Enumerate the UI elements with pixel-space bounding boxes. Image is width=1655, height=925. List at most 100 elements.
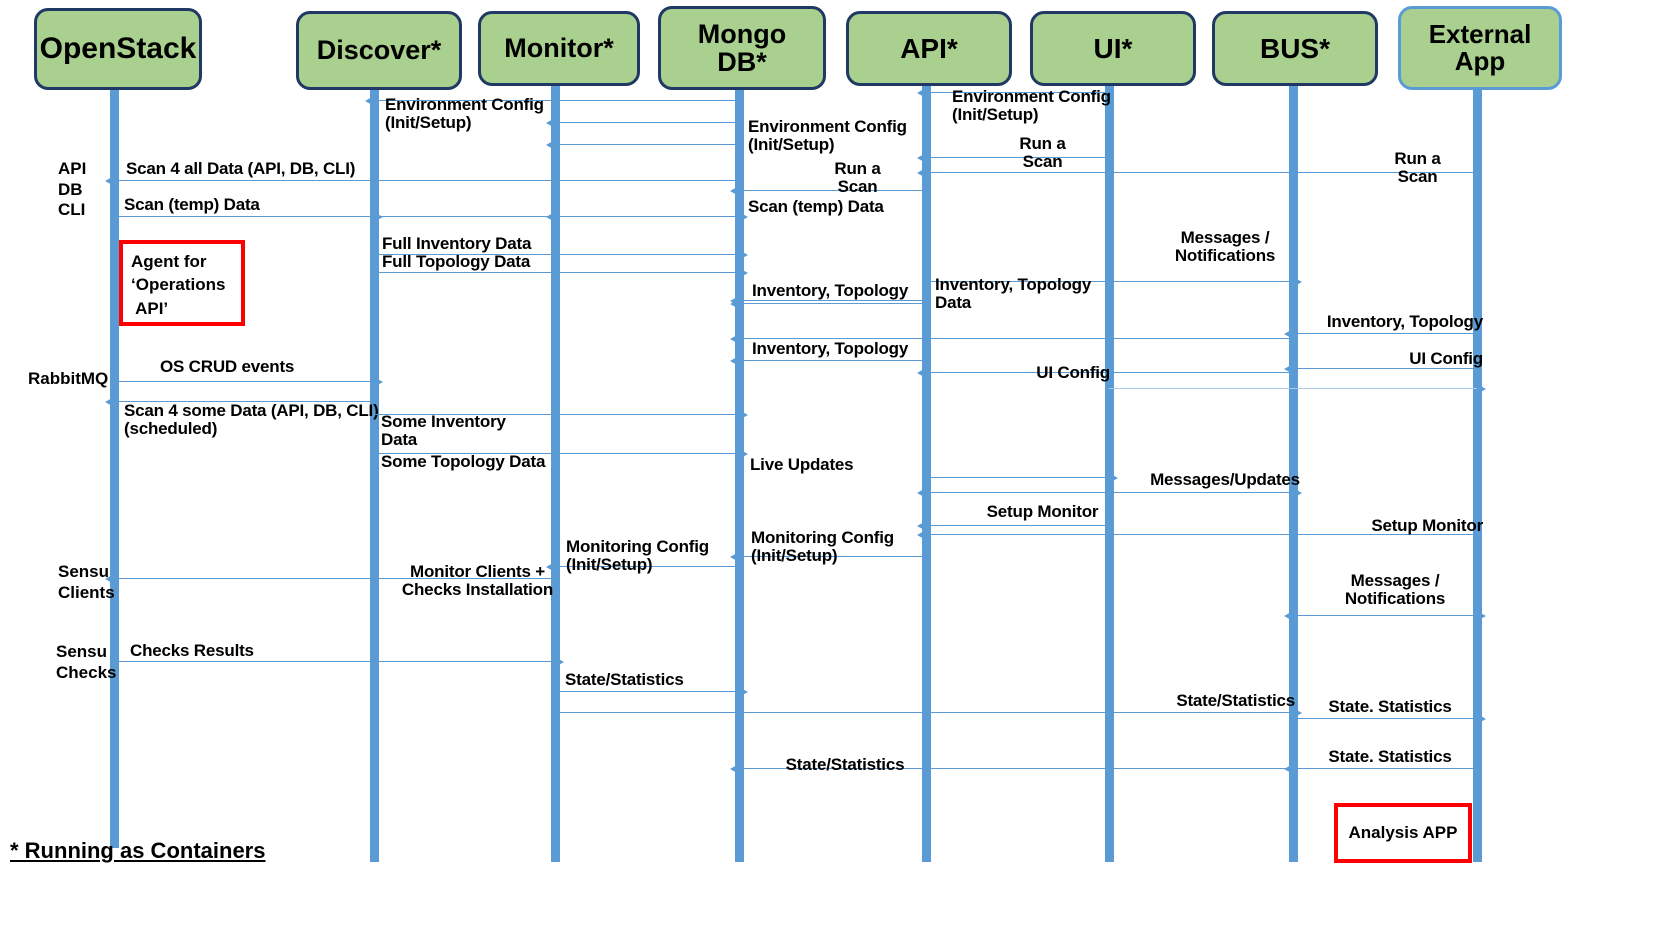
footnote-running-as-containers: * Running as Containers	[10, 838, 266, 863]
message-arrow-m23	[1109, 384, 1486, 394]
message-arrow-m16	[730, 299, 926, 309]
actor-box-monitor[interactable]: Monitor*	[478, 11, 640, 86]
message-label-m22: OS CRUD events	[160, 357, 295, 376]
message-label-m10: Scan (temp) Data	[748, 197, 884, 216]
actor-box-discover[interactable]: Discover*	[296, 11, 462, 90]
message-label-m35: Messages / Notifications	[1344, 571, 1446, 609]
arrowhead-left-icon	[546, 118, 555, 128]
message-arrow-m30	[917, 521, 1109, 531]
message-arrow-m18	[730, 334, 1293, 344]
message-arrow-m08	[730, 186, 926, 196]
arrowhead-right-icon	[1477, 611, 1486, 621]
message-label-m38: State/Statistics	[1176, 691, 1295, 710]
message-arrow-m07	[105, 176, 739, 186]
message-arrow-m34	[105, 574, 555, 584]
message-label-m28: Messages/Updates	[1150, 470, 1300, 489]
message-arrow-m37	[555, 687, 748, 697]
arrowhead-right-icon	[1293, 708, 1302, 718]
arrowhead-left-icon	[917, 530, 926, 540]
message-arrow-m39	[1293, 714, 1486, 724]
message-arrow-m38	[555, 708, 1302, 718]
arrowhead-left-icon	[730, 299, 739, 309]
actor-box-mongodb[interactable]: Mongo DB*	[658, 6, 826, 90]
message-arrow-m12	[374, 250, 748, 260]
message-arrow-m20	[1284, 364, 1477, 374]
arrowhead-right-icon	[1109, 473, 1118, 483]
message-label-m41: State/Statistics	[785, 755, 905, 774]
message-label-m26: Some Topology Data	[381, 452, 546, 471]
arrowhead-left-icon	[730, 186, 739, 196]
arrowhead-right-icon	[739, 250, 748, 260]
lifeline-external	[1473, 86, 1482, 862]
message-arrow-m41	[730, 764, 1293, 774]
message-arrow-m14	[926, 277, 1302, 287]
arrowhead-right-icon	[739, 687, 748, 697]
arrowhead-left-icon	[917, 168, 926, 178]
arrowhead-left-icon	[730, 764, 739, 774]
message-label-m05: Run a Scan	[1019, 134, 1066, 172]
arrowhead-left-icon	[105, 574, 114, 584]
arrowhead-left-icon	[365, 96, 374, 106]
message-label-m21: UI Config	[1036, 363, 1110, 382]
message-arrow-m22	[114, 377, 383, 387]
arrowhead-left-icon	[730, 334, 739, 344]
edge-label-sensu-clients: Sensu Clients	[58, 562, 115, 602]
arrowhead-right-icon	[1477, 714, 1486, 724]
arrowhead-left-icon	[546, 140, 555, 150]
message-label-m02: Environment Config (Init/Setup)	[952, 87, 1111, 125]
message-arrow-m29	[917, 488, 1293, 498]
message-label-m37: State/Statistics	[565, 670, 684, 689]
arrowhead-right-icon	[555, 657, 564, 667]
message-label-m13: Full Topology Data	[382, 252, 531, 271]
message-arrow-m32	[730, 552, 926, 562]
actor-box-openstack[interactable]: OpenStack	[34, 8, 202, 90]
arrowhead-left-icon	[1284, 611, 1293, 621]
message-arrow-m06	[917, 168, 1477, 178]
message-label-m32: Monitoring Config (Init/Setup)	[751, 528, 894, 566]
actor-box-ui[interactable]: UI*	[1030, 11, 1196, 86]
arrowhead-right-icon	[739, 410, 748, 420]
arrowhead-right-icon	[1293, 277, 1302, 287]
message-arrow-m35	[1284, 611, 1486, 621]
arrowhead-right-icon	[374, 377, 383, 387]
arrowhead-right-icon	[739, 212, 748, 222]
message-arrow-m40	[1284, 764, 1477, 774]
message-arrow-m03	[546, 118, 739, 128]
message-arrow-m02	[917, 88, 1109, 98]
actor-box-bus[interactable]: BUS*	[1212, 11, 1378, 86]
message-label-m06: Run a Scan	[1394, 149, 1441, 187]
arrowhead-left-icon	[105, 397, 114, 407]
message-label-m30: Setup Monitor	[986, 502, 1099, 521]
message-label-m14: Messages / Notifications	[1174, 228, 1276, 266]
arrowhead-left-icon	[546, 562, 555, 572]
message-arrow-m33	[546, 562, 739, 572]
message-label-m15: Inventory, Topology Data	[935, 275, 1092, 313]
arrowhead-right-icon	[739, 268, 748, 278]
message-arrow-m04	[546, 140, 739, 150]
message-arrow-m11	[374, 212, 748, 222]
message-label-m09: Scan (temp) Data	[124, 195, 260, 214]
message-label-m07: Scan 4 all Data (API, DB, CLI)	[126, 159, 356, 178]
lifeline-openstack	[110, 88, 119, 848]
message-arrow-m27	[926, 473, 1118, 483]
arrowhead-right-icon	[739, 449, 748, 459]
message-label-m12: Full Inventory Data	[382, 234, 532, 253]
actor-box-external[interactable]: External App	[1398, 6, 1562, 90]
message-label-m27: Live Updates	[750, 455, 854, 474]
note-analysis: Analysis APP	[1334, 803, 1472, 863]
message-arrow-m01	[365, 96, 739, 106]
arrowhead-left-icon	[917, 88, 926, 98]
arrowhead-left-icon	[105, 176, 114, 186]
message-label-m25: Some Inventory Data	[381, 412, 506, 450]
arrowhead-left-icon	[917, 153, 926, 163]
actor-box-api[interactable]: API*	[846, 11, 1012, 86]
message-label-m39: State. Statistics	[1328, 697, 1452, 716]
message-label-m01: Environment Config (Init/Setup)	[385, 95, 544, 133]
message-arrow-m13	[374, 268, 748, 278]
message-label-m16: Inventory, Topology	[752, 281, 909, 300]
arrowhead-left-icon	[546, 212, 555, 222]
message-label-m40: State. Statistics	[1328, 747, 1452, 766]
arrowhead-left-icon	[917, 521, 926, 531]
message-label-m36: Checks Results	[130, 641, 254, 660]
edge-label-api-db-cli: API DB CLI	[58, 159, 87, 220]
